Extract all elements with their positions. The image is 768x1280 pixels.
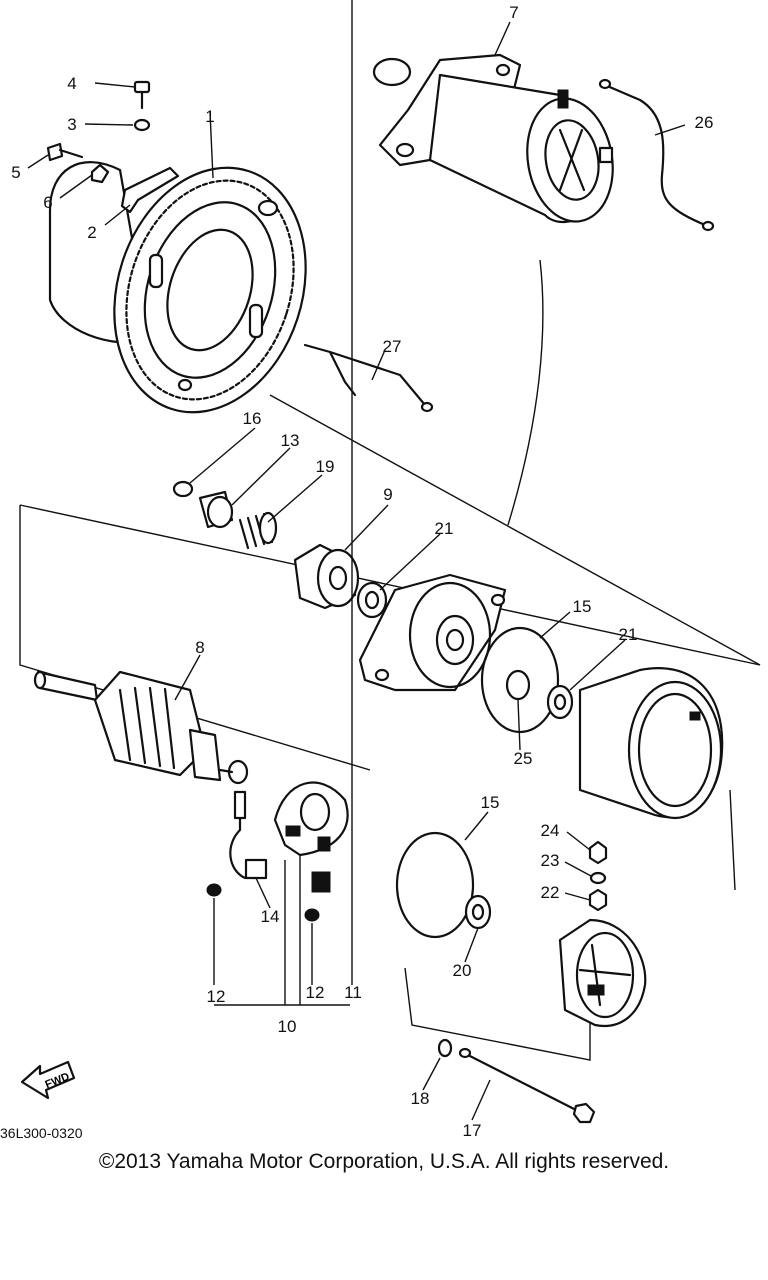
spring-19 xyxy=(238,511,278,550)
exploded-parts-diagram: FWD 1 2 3 4 5 6 7 8 9 10 11 12 12 13 14 … xyxy=(0,0,761,1141)
brush-11 xyxy=(311,871,331,893)
fwd-arrow-icon: FWD xyxy=(20,1060,76,1100)
drawing-code: 36L300-0320 xyxy=(0,1125,83,1141)
callout-5: 5 xyxy=(11,163,20,182)
nut-12b xyxy=(304,908,320,922)
leader-lines xyxy=(27,0,686,1121)
callout-15a: 15 xyxy=(573,597,592,616)
callout-8: 8 xyxy=(195,638,204,657)
starter-rear-cover xyxy=(558,918,647,1028)
copyright-notice: ©2013 Yamaha Motor Corporation, U.S.A. A… xyxy=(98,1150,670,1173)
washer-25 xyxy=(505,669,531,701)
callout-12b: 12 xyxy=(306,983,325,1002)
through-bolt-17 xyxy=(458,1047,596,1124)
callout-14: 14 xyxy=(261,907,280,926)
callout-23: 23 xyxy=(541,851,560,870)
callout-6: 6 xyxy=(43,193,52,212)
callout-25: 25 xyxy=(514,749,533,768)
callout-1: 1 xyxy=(205,107,214,126)
callout-26: 26 xyxy=(695,113,714,132)
washer-22 xyxy=(588,888,608,912)
washer-23 xyxy=(589,871,607,885)
callout-24: 24 xyxy=(541,821,560,840)
collar-13 xyxy=(198,490,234,529)
lead-wire-27 xyxy=(303,343,427,407)
bracket-and-bolts xyxy=(46,80,180,214)
callout-3: 3 xyxy=(67,115,76,134)
starter-motor-assembly xyxy=(372,53,614,223)
callout-12a: 12 xyxy=(207,987,226,1006)
callout-4: 4 xyxy=(67,74,76,93)
washer-20 xyxy=(464,894,492,930)
callout-11: 11 xyxy=(344,983,362,1002)
callout-27: 27 xyxy=(383,337,402,356)
callout-17: 17 xyxy=(463,1121,482,1140)
o-ring-15b xyxy=(395,831,475,939)
nut-12a xyxy=(206,883,222,897)
starter-yoke xyxy=(578,667,724,820)
callout-16: 16 xyxy=(243,409,262,428)
callout-18: 18 xyxy=(411,1089,430,1108)
callout-2: 2 xyxy=(87,223,96,242)
pinion-gear-9 xyxy=(293,543,360,610)
circlip-16 xyxy=(172,480,194,498)
starter-front-cover xyxy=(358,573,507,692)
brush-14 xyxy=(244,858,268,880)
starter-clutch-ring-gear xyxy=(48,161,307,414)
callout-10: 10 xyxy=(278,1017,297,1036)
callout-20: 20 xyxy=(453,961,472,980)
callout-13: 13 xyxy=(281,431,300,450)
brush-holder-10 xyxy=(273,781,349,857)
assembly-frame-lines xyxy=(19,259,761,1061)
washer-18 xyxy=(437,1038,453,1058)
nut-24 xyxy=(588,840,608,865)
callout-7: 7 xyxy=(509,3,518,22)
callout-19: 19 xyxy=(316,457,335,476)
armature-8 xyxy=(33,670,249,785)
callout-21a: 21 xyxy=(435,519,454,538)
callout-21b: 21 xyxy=(619,625,638,644)
callout-15b: 15 xyxy=(481,793,500,812)
callout-22: 22 xyxy=(541,883,560,902)
o-ring-15a xyxy=(480,626,560,734)
washer-21b xyxy=(546,684,574,720)
callout-9: 9 xyxy=(383,485,392,504)
lead-wire-26 xyxy=(603,83,707,227)
washer-21a xyxy=(356,581,388,619)
